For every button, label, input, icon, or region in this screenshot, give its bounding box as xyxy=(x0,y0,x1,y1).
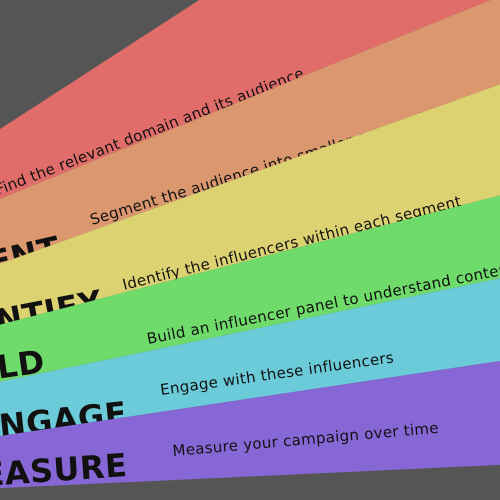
stage-identify: Identify the influencers within each seg… xyxy=(0,84,500,352)
stage-identify-band xyxy=(0,84,500,325)
stage-measure-label: MEASURE xyxy=(0,446,129,496)
stage-measure-band xyxy=(0,361,500,489)
stage-build-band xyxy=(0,195,500,382)
stage-segment-band xyxy=(0,0,500,264)
stage-measure: Measure your campaign over time MEASURE xyxy=(0,361,500,496)
stage-engage-band xyxy=(0,278,500,436)
